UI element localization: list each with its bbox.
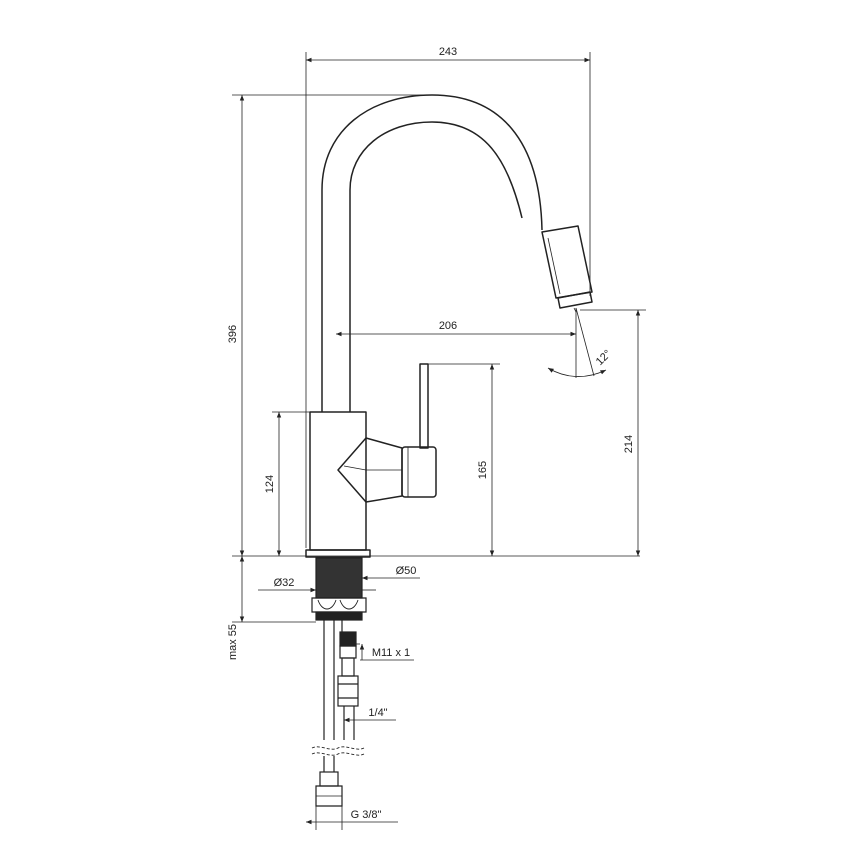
quick-connector — [337, 675, 359, 707]
faucet-outline — [305, 94, 593, 558]
lever-knob — [401, 446, 437, 498]
dim-label-124: 124 — [264, 475, 276, 493]
dim-label-g38: G 3/8" — [351, 809, 382, 821]
dimension-labels: 243 206 396 124 165 214 12° Ø32 Ø50 max … — [227, 46, 635, 821]
dim-label-d32: Ø32 — [274, 577, 295, 589]
spray-head — [541, 225, 593, 299]
hose-fitting — [339, 631, 357, 647]
mounting-nut — [311, 597, 367, 613]
dim-label-206: 206 — [439, 320, 457, 332]
dimension-lines — [232, 52, 646, 830]
g38-fitting — [319, 771, 339, 787]
base-plate — [305, 549, 371, 558]
dim-label-12deg: 12° — [594, 348, 614, 368]
spray-nozzle — [557, 291, 593, 309]
spout-outer — [321, 94, 543, 412]
lever-handle — [419, 363, 429, 449]
dim-label-243: 243 — [439, 46, 457, 58]
dim-label-d50: Ø50 — [396, 565, 417, 577]
dim-label-m11: M11 x 1 — [372, 647, 410, 659]
lever-housing — [337, 437, 403, 503]
dim-label-214: 214 — [623, 435, 635, 453]
threaded-shank — [315, 557, 363, 599]
faucet-body — [309, 411, 367, 551]
lock-washer — [315, 611, 363, 621]
dim-label-quarter-inch: 1/4" — [368, 707, 387, 719]
dim-label-165: 165 — [477, 461, 489, 479]
mounting-assembly — [311, 557, 367, 807]
dim-label-396: 396 — [227, 325, 239, 343]
dim-label-max55: max 55 — [227, 624, 239, 660]
spout-inner — [349, 121, 523, 412]
